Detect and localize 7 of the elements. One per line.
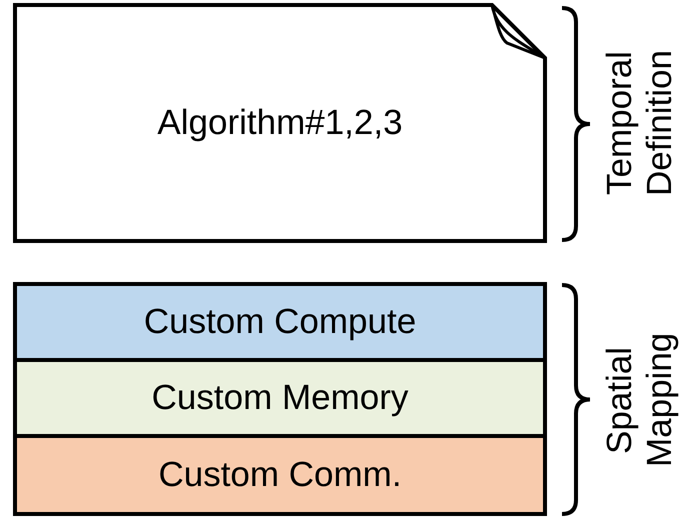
node-label: Custom Memory <box>152 378 408 418</box>
node-label: Custom Comm. <box>158 455 402 495</box>
node-label: Custom Compute <box>144 302 416 342</box>
node-label: Algorithm#1,2,3 <box>157 103 403 143</box>
note-box <box>13 3 547 243</box>
brace-label: Spatial Mapping <box>600 332 680 470</box>
brace-label: Temporal Definition <box>600 49 680 198</box>
